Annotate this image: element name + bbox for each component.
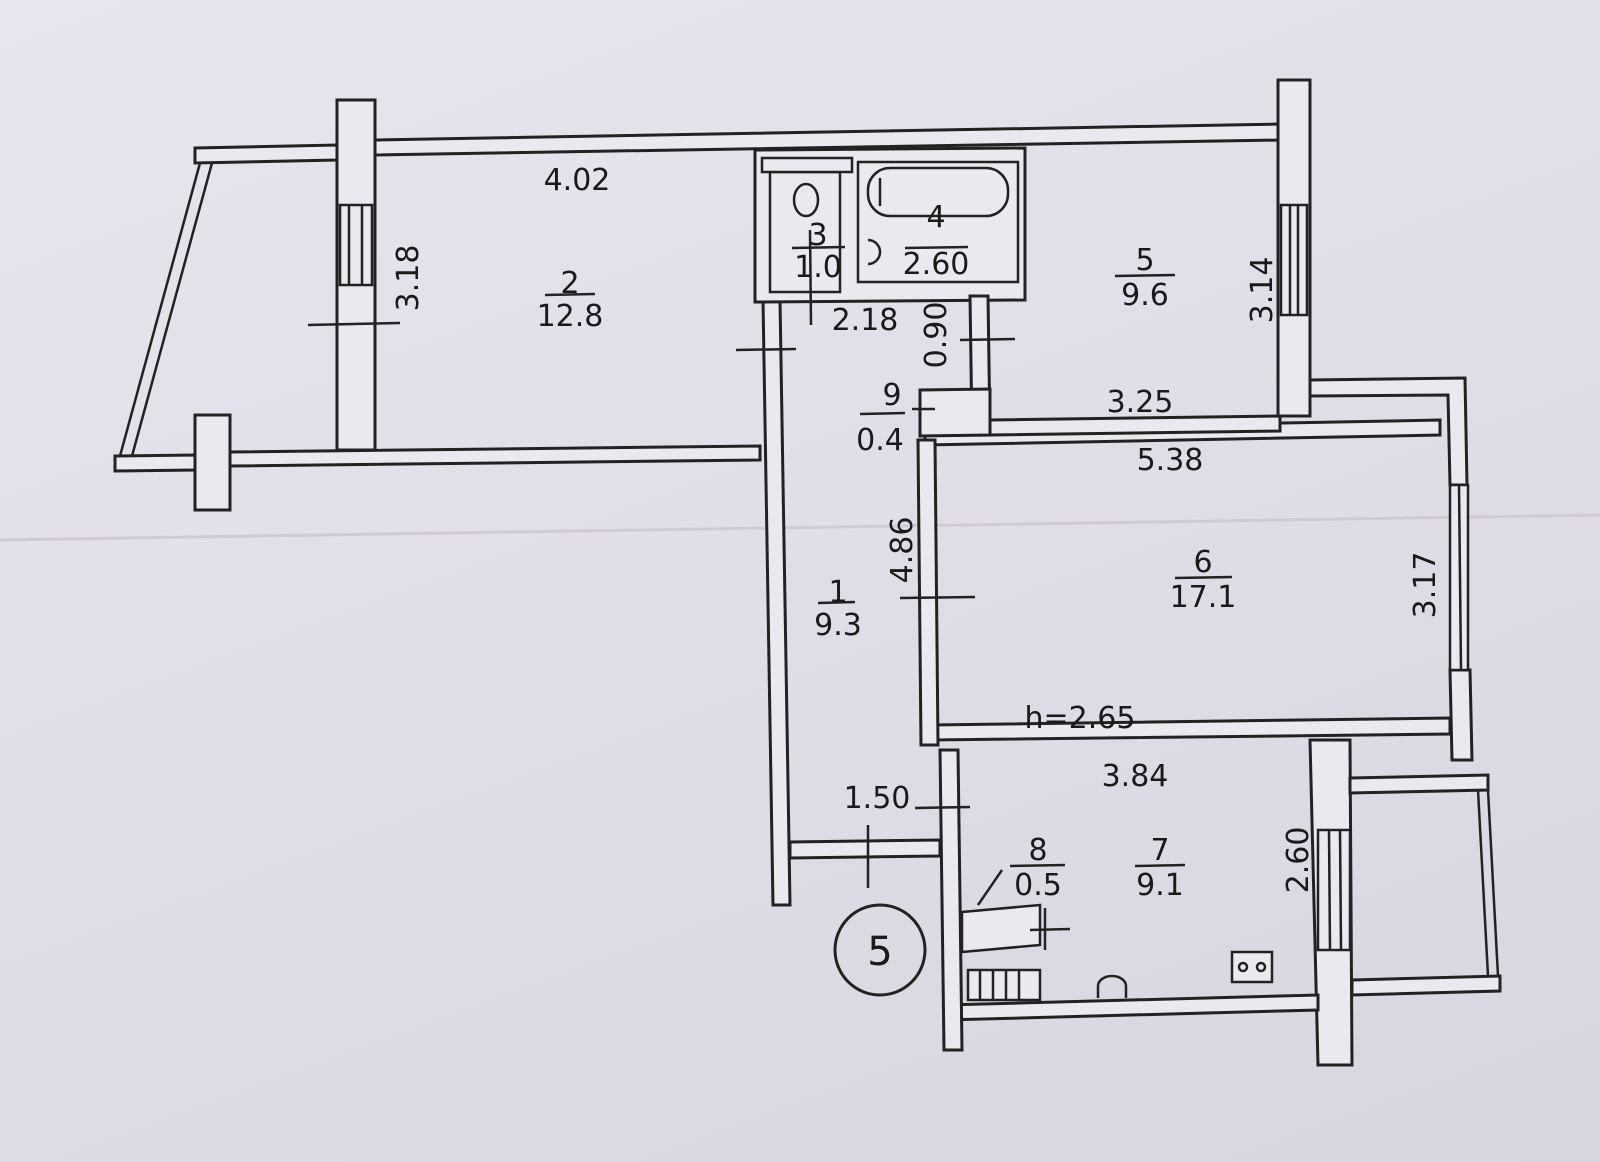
room-1-area: 9.3 xyxy=(814,608,862,643)
dimension-label: 5.38 xyxy=(1137,443,1204,478)
dimension-label: 3.25 xyxy=(1107,385,1174,420)
dimension-label: 3.84 xyxy=(1102,759,1169,794)
dimension-label: 3.18 xyxy=(391,245,426,312)
dimension-label: 4.86 xyxy=(885,517,920,584)
radiator-icon xyxy=(760,156,854,174)
ceiling-height-label: h=2.65 xyxy=(1025,701,1136,736)
paper-fold xyxy=(0,513,1600,542)
room-5-area: 9.6 xyxy=(1121,278,1169,313)
room-7-area: 9.1 xyxy=(1136,868,1184,903)
dimension-label: 3.17 xyxy=(1408,552,1443,619)
room-4-number: 4 xyxy=(926,200,945,235)
room-9-area: 0.4 xyxy=(856,423,904,458)
apartment-number-marker: 5 xyxy=(833,903,927,997)
room-1-number: 1 xyxy=(828,575,847,610)
dimension-label: 2.18 xyxy=(832,303,899,338)
dimension-label: 2.60 xyxy=(1281,827,1316,894)
loggia-rail xyxy=(1486,789,1500,977)
room-2-area: 12.8 xyxy=(537,299,604,334)
sink-icon xyxy=(867,238,882,266)
apartment-number: 5 xyxy=(867,929,892,975)
room-3-area: 1.0 xyxy=(794,250,842,285)
room-3-number: 3 xyxy=(808,218,827,253)
room-9-number: 9 xyxy=(882,378,901,413)
room-5-number: 5 xyxy=(1135,243,1154,278)
room-2-number: 2 xyxy=(560,266,579,301)
dimension-label: 3.14 xyxy=(1245,257,1280,324)
room-6-number: 6 xyxy=(1193,545,1212,580)
room-6-area: 17.1 xyxy=(1170,580,1237,615)
room-labels: 1 9.3 2 12.8 3 1.0 4 2.60 5 9.6 6 17.1 7… xyxy=(537,200,1237,903)
toilet-icon xyxy=(792,182,820,218)
window xyxy=(1316,828,1352,952)
window xyxy=(338,203,374,287)
dimension-label: 4.02 xyxy=(544,163,611,198)
dimension-label: 1.50 xyxy=(844,781,911,816)
dimension-ticks xyxy=(307,229,1233,950)
room-8-area: 0.5 xyxy=(1014,868,1062,903)
room-8-number: 8 xyxy=(1028,833,1047,868)
room-4-area: 2.60 xyxy=(903,247,970,282)
window xyxy=(1279,203,1309,317)
closet-icon xyxy=(960,903,1042,954)
dimension-labels: 4.02 3.18 2.18 0.90 3.14 3.25 5.38 4.86 … xyxy=(391,163,1443,893)
radiator-icon xyxy=(966,968,1042,1002)
room-7-number: 7 xyxy=(1150,833,1169,868)
fixtures xyxy=(760,156,1274,1002)
dimension-label: 0.90 xyxy=(919,302,954,369)
bathtub-icon xyxy=(866,166,1010,218)
balcony-rail xyxy=(118,162,202,457)
sink-icon xyxy=(1096,974,1128,998)
